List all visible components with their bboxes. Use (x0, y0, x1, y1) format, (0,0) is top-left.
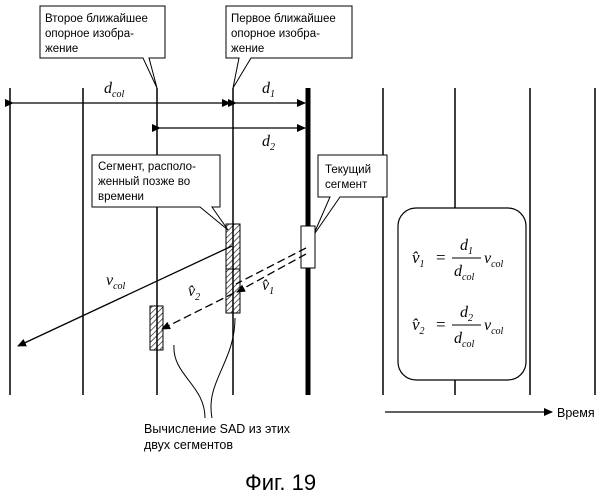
distance-dcol: dcol (13, 80, 230, 103)
formula-box: v̂1 = d1 dcol vcol v̂2 = d2 dcol vcol (398, 208, 526, 380)
callout-second-reference-line-2: опорное изобра- (45, 28, 134, 40)
svg-text:=: = (436, 248, 446, 267)
callout-later-segment: Сегмент, располо- женный позже во времен… (92, 155, 228, 230)
callout-current-segment-line-2: сегмент (325, 179, 368, 191)
svg-text:d1: d1 (262, 80, 275, 100)
callout-second-reference-line-1: Второе ближайшее (45, 13, 148, 25)
svg-text:=: = (436, 315, 446, 334)
callout-later-segment-line-1: Сегмент, располо- (98, 161, 196, 173)
vector-v2hat-label: v̂2 (188, 283, 200, 303)
callout-second-reference-line-3: жение (45, 43, 78, 55)
distance-d1: d1 (236, 80, 305, 103)
vector-vcol-label: vcol (106, 272, 126, 292)
sad-note-line-1: Вычисление SAD из этих (144, 422, 291, 436)
vector-v1hat-label: v̂1 (262, 277, 274, 297)
vector-v1hat-line-a (236, 248, 306, 284)
callout-later-segment-line-3: времени (98, 191, 144, 203)
callout-first-reference: Первое ближайшее опорное изобра- жение (226, 6, 352, 88)
callout-current-segment: Текущий сегмент (313, 155, 387, 236)
callout-second-reference: Второе ближайшее опорное изобра- жение (40, 6, 165, 88)
current-segment-block (301, 226, 315, 268)
predicted-segment-second-reference (150, 306, 163, 350)
callout-current-segment-line-1: Текущий (325, 164, 371, 176)
svg-text:dcol: dcol (104, 80, 124, 100)
figure-caption: Фиг. 19 (245, 470, 316, 495)
svg-text:d2: d2 (262, 133, 275, 153)
callout-first-reference-line-1: Первое ближайшее (231, 13, 336, 25)
sad-leader-right (211, 318, 235, 418)
sad-note-line-2: двух сегментов (144, 438, 233, 452)
callout-later-segment-line-2: женный позже во (98, 176, 190, 188)
sad-leader-left (174, 345, 205, 418)
time-axis-label: Время (557, 406, 595, 420)
callout-first-reference-line-2: опорное изобра- (231, 28, 320, 40)
colocated-segment (226, 224, 240, 269)
callout-first-reference-line-3: жение (231, 43, 264, 55)
